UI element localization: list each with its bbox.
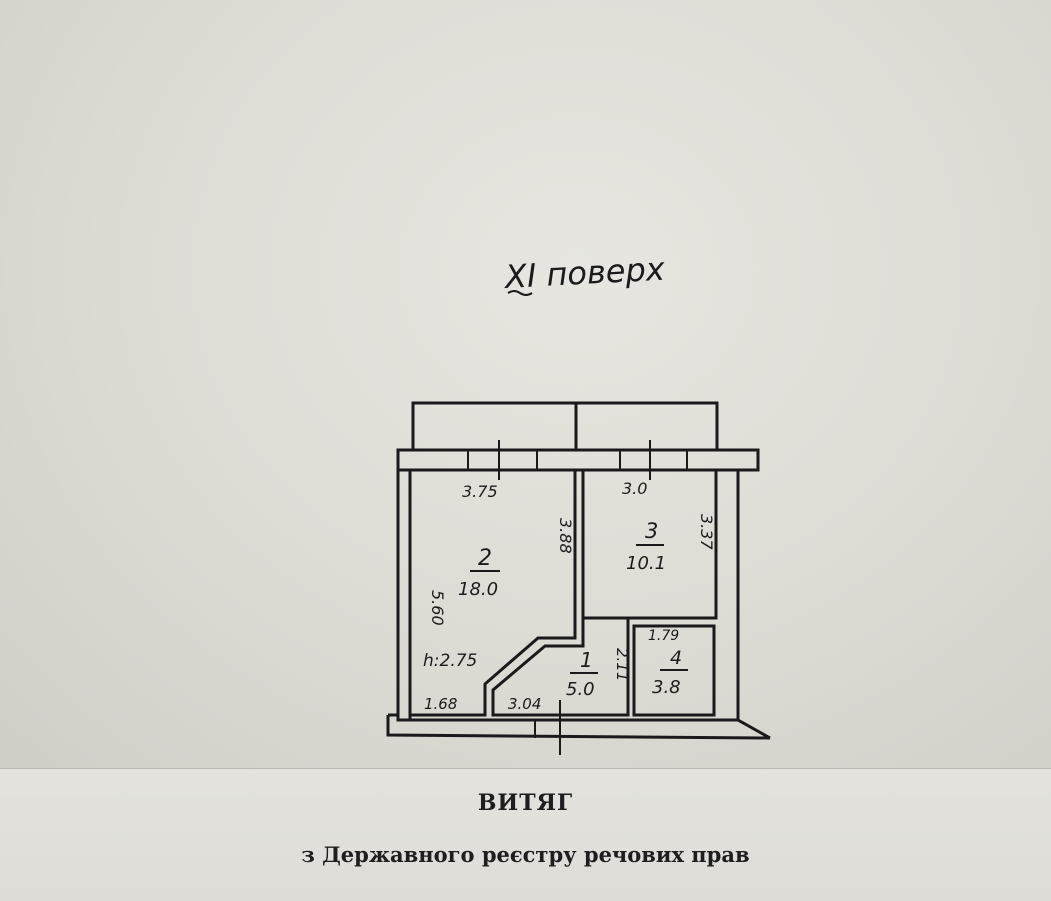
left-wall	[396, 468, 412, 722]
room-4-number: 4	[670, 647, 682, 669]
document-title: ВИТЯГ	[477, 790, 574, 816]
room-3-label: 3 10.1	[626, 519, 666, 574]
dim-hall-height: 2.11	[613, 648, 631, 681]
dim-room3-width: 3.0	[622, 479, 647, 498]
document-subtitle: з Державного реєстру речових прав	[301, 842, 750, 867]
dim-corner: 1.68	[424, 695, 457, 713]
dim-room2-length: 5.60	[428, 590, 447, 626]
outer-wall-top	[396, 448, 760, 472]
room-2-label: 2 18.0	[458, 546, 500, 600]
room-4-area: 3.8	[652, 677, 681, 698]
floor-plan-sheet	[0, 0, 1051, 768]
room-2-area: 18.0	[458, 579, 498, 600]
dim-room3-length: 3.37	[697, 514, 716, 550]
room-3-number: 3	[645, 519, 658, 543]
dim-hall-width: 3.04	[508, 695, 541, 713]
dim-room2-inner: 3.88	[556, 518, 575, 554]
room-4-outline	[632, 624, 716, 717]
room-3-area: 10.1	[626, 553, 666, 574]
balcony	[411, 401, 719, 452]
dim-room4-width: 1.79	[648, 628, 679, 644]
dim-room2-width: 3.75	[462, 482, 498, 501]
room-3-outline	[581, 468, 718, 620]
room-1-area: 5.0	[566, 679, 595, 700]
floor-label-underline	[507, 290, 533, 296]
room-2-number: 2	[478, 546, 492, 571]
room-1-number: 1	[580, 648, 593, 672]
room-1-outline	[491, 616, 630, 717]
room-1-label: 1 5.0	[566, 648, 598, 700]
document-header-sheet	[0, 768, 1051, 901]
floor-plan-drawing: XI поверх 3.75 3.0 5.60 3.88 3.37 2.11 3…	[386, 250, 771, 755]
room-4-label: 4 3.8	[652, 647, 688, 698]
floor-label: XI поверх	[502, 250, 667, 296]
outer-wall-bottom	[386, 713, 771, 740]
room-2-outline	[408, 470, 577, 717]
ceiling-height: h:2.75	[423, 651, 477, 671]
right-wall	[718, 468, 771, 740]
